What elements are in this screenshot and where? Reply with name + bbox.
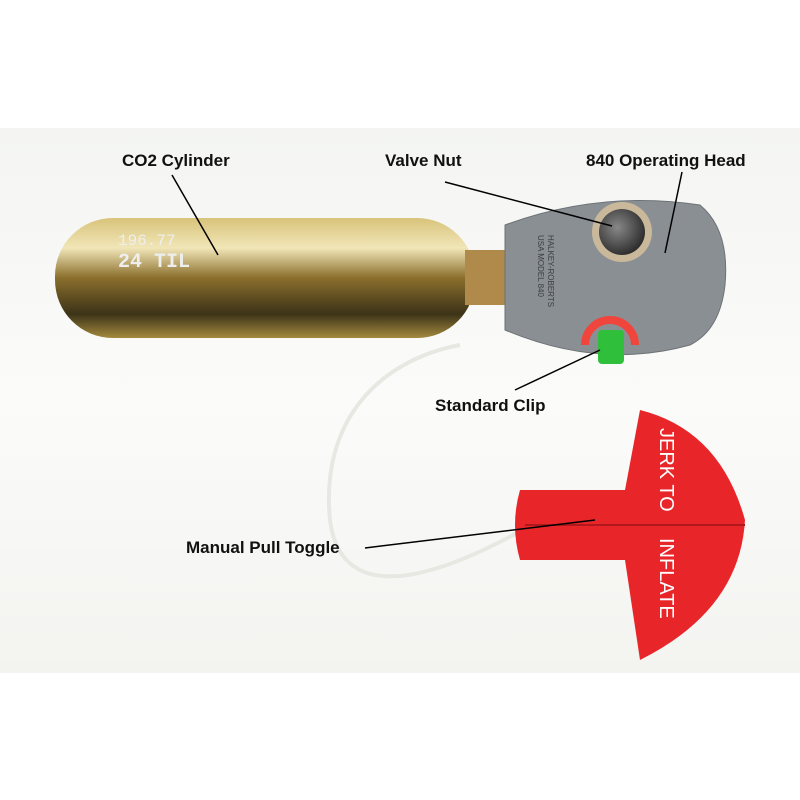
label-operating-head: 840 Operating Head xyxy=(586,151,746,170)
toggle-text: JERK TO xyxy=(655,428,677,512)
standard-clip xyxy=(598,330,624,364)
cylinder-marking: 196.77 xyxy=(118,232,176,250)
cylinder-marking: 24 TIL xyxy=(118,251,190,274)
label-standard-clip: Standard Clip xyxy=(435,396,546,415)
head-marking: USA MODEL 840 xyxy=(536,235,545,298)
leader-lines xyxy=(171,171,683,549)
toggle-text: INFLATE xyxy=(655,538,677,619)
manual-pull-toggle: JERK TO INFLATE xyxy=(515,410,745,660)
label-manual-pull-toggle: Manual Pull Toggle xyxy=(186,538,340,557)
label-valve-nut: Valve Nut xyxy=(385,151,462,170)
lanyard-cord xyxy=(326,343,542,579)
label-co2-cylinder: CO2 Cylinder xyxy=(122,151,230,170)
co2-cylinder: 196.77 24 TIL xyxy=(55,218,510,338)
operating-head: HALKEY-ROBERTS USA MODEL 840 xyxy=(504,200,727,364)
head-marking: HALKEY-ROBERTS xyxy=(546,235,555,307)
